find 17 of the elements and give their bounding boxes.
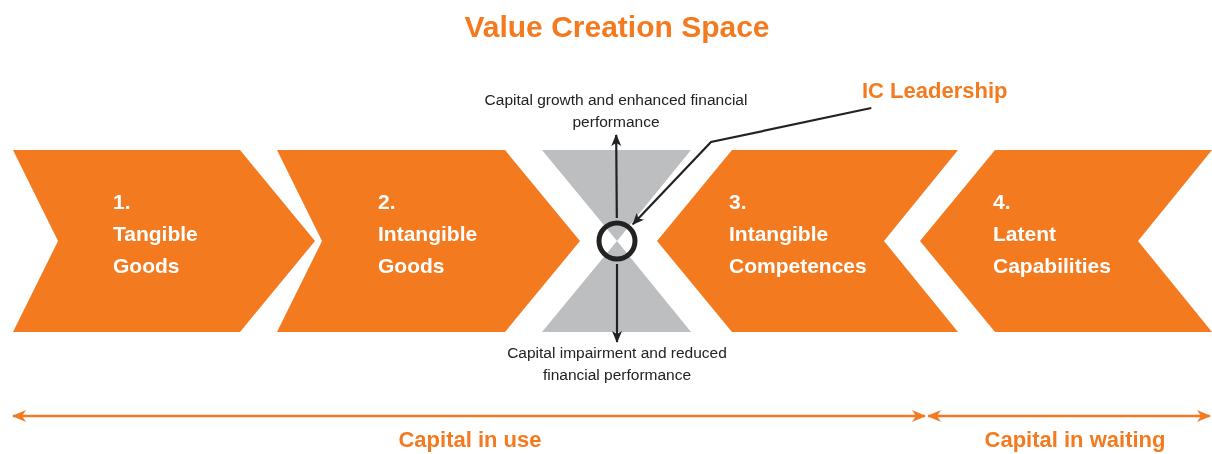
arrow: [612, 264, 622, 343]
step-number: 2.: [378, 189, 397, 215]
arrow: [611, 134, 622, 218]
step-title: Intangible Goods: [378, 221, 479, 279]
step-title: Tangible Goods: [113, 221, 199, 279]
span-label: Capital in use: [398, 427, 542, 453]
callout-label: IC Leadership: [862, 78, 1009, 105]
step-title: Latent Capabilities: [993, 221, 1112, 279]
outcome-text: Capital impairment and reduced financial performance: [506, 343, 728, 385]
diagram-title: Value Creation Space: [463, 10, 771, 44]
step-number: 1.: [113, 189, 132, 215]
outcome-text: Capital growth and enhanced financial performance: [484, 90, 748, 132]
step-number: 4.: [993, 189, 1012, 215]
step-title: Intangible Competences: [729, 221, 868, 279]
arrow: [632, 106, 872, 226]
step-number: 3.: [729, 189, 748, 215]
span-label: Capital in waiting: [984, 427, 1166, 453]
